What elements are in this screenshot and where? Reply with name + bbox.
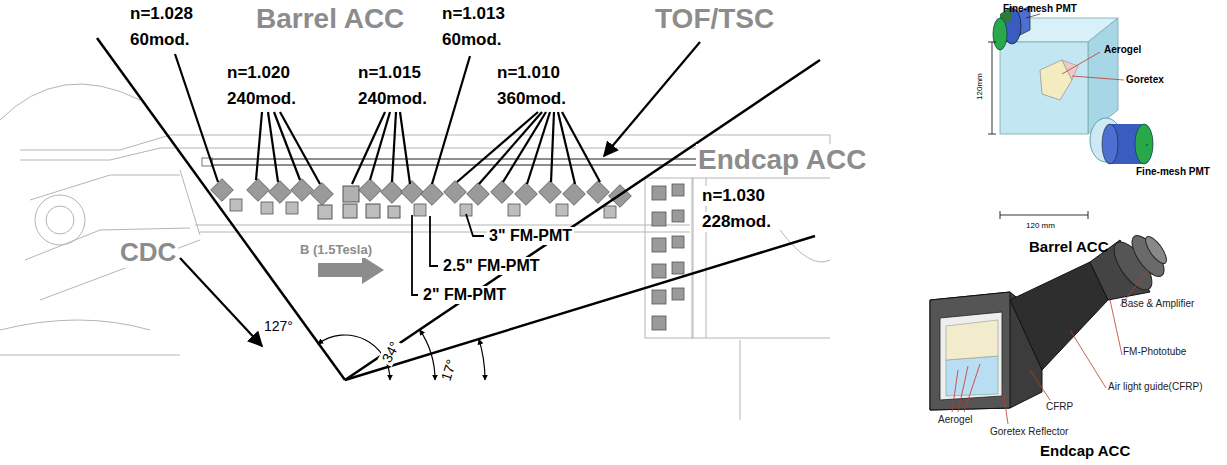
module-count: 60mod. [440,30,504,50]
part-label: Goretex Reflector [990,426,1068,438]
part-label: Fine-mesh PMT [1003,3,1077,15]
part-label: Goretex [1126,74,1164,86]
part-label: Air light guide(CFRP) [1108,381,1202,393]
module-count: 60mod. [128,30,192,50]
module-count: 360mod. [495,89,568,109]
pmt-label: 2" FM-PMT [421,286,508,304]
figure-title: Barrel ACC [1029,238,1108,255]
module-count: 240mod. [356,89,429,109]
part-label: Fine-mesh PMT [1136,166,1210,178]
part-label: FM-Phototube [1123,346,1186,358]
detector-name: Endcap ACC [696,144,869,176]
module-count: 240mod. [225,89,298,109]
index-label: n=1.015 [356,63,423,83]
detector-name: Barrel ACC [256,3,404,35]
index-label: n=1.030 [700,186,767,206]
index-label: n=1.020 [225,63,292,83]
part-label: Base & Amplifier [1121,298,1194,310]
dimension-label: 120 mm [1026,221,1055,230]
angle-label: 127° [262,318,295,334]
figure-title: Endcap ACC [1040,442,1130,459]
index-label: n=1.010 [495,63,562,83]
detector-name: TOF/TSC [655,3,774,35]
part-label: Aerogel [1104,44,1141,56]
pmt-label: 3" FM-PMT [487,227,574,245]
dimension-label: 120mm [975,73,984,100]
module-count: 228mod. [700,212,773,232]
index-label: n=1.013 [440,4,507,24]
pmt-label: 2.5" FM-PMT [441,257,541,275]
part-label: Aerogel [938,414,972,426]
detector-name: CDC [118,238,178,268]
angle-label: 17° [437,356,460,385]
angle-label: 34° [378,337,404,367]
part-label: CFRP [1046,401,1073,413]
field-label: B (1.5Tesla) [298,243,374,258]
index-label: n=1.028 [128,4,195,24]
